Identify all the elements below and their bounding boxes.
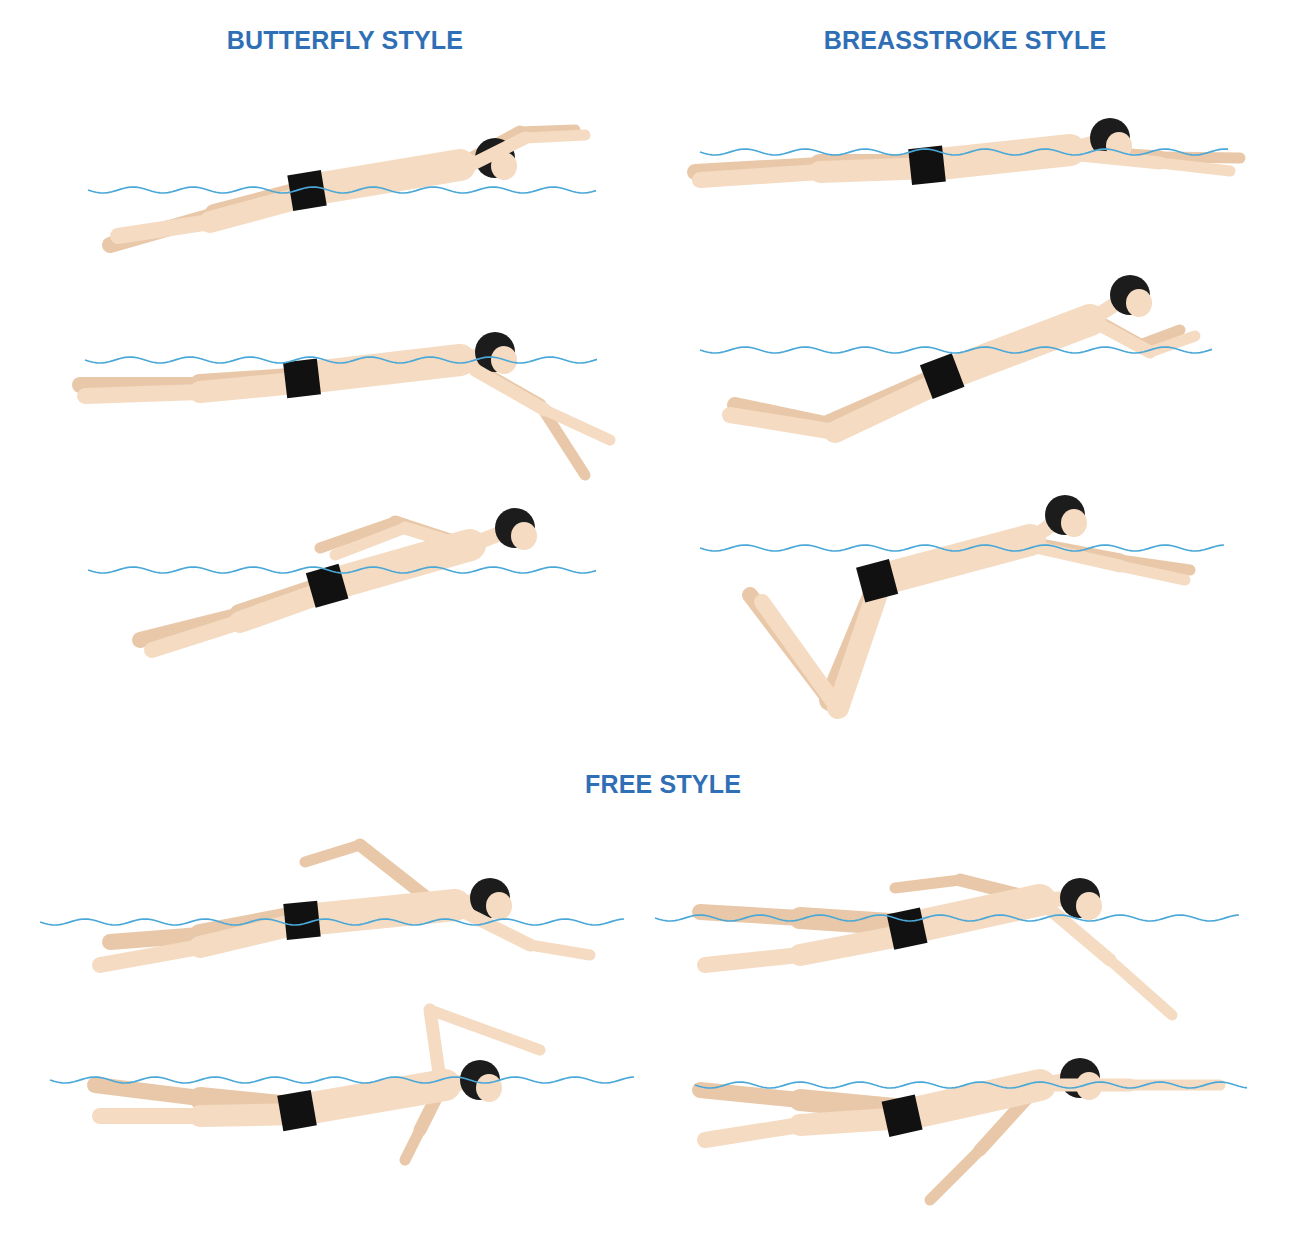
swim-trunks (885, 1112, 918, 1119)
swimmer-leg (100, 1108, 200, 1124)
swimmer-leg (700, 1090, 800, 1100)
swimmer-leg (705, 1125, 800, 1140)
swimmer-leg (730, 415, 835, 432)
swimmer-torso (880, 540, 1030, 580)
swimmer-arm (1110, 960, 1172, 1015)
style-heading: BREASSTROKE STYLE (824, 26, 1107, 55)
water-line (695, 1082, 1247, 1088)
swimmer-arm (1150, 336, 1195, 352)
swimmer-arm (525, 135, 585, 138)
swimmer-face (1126, 289, 1152, 317)
swimmer-leg (85, 392, 200, 396)
water-line (40, 919, 624, 925)
swimmer-torso (310, 165, 460, 190)
swimmer-leg (838, 585, 880, 708)
swimmer-leg (95, 1085, 200, 1098)
swimmer-arm (430, 1010, 540, 1050)
swimmer-arm (1100, 325, 1150, 352)
swim-trunks (926, 370, 958, 382)
swimmer-arm (545, 410, 610, 440)
swimmer-leg (100, 947, 200, 965)
swimmer-leg (705, 955, 800, 965)
water-line (88, 567, 596, 573)
swimmer-leg (118, 222, 210, 236)
swimmer-arm (1120, 566, 1185, 580)
swimmer-arm (335, 528, 405, 555)
swim-trunks (890, 925, 923, 932)
swimmer-face (1076, 892, 1102, 920)
swimmer-arm (475, 370, 545, 410)
swim-trunks (861, 576, 894, 585)
swimmer-leg (152, 622, 240, 650)
swimmer-leg (762, 602, 838, 708)
swimmer-torso (305, 360, 460, 378)
water-line (85, 357, 597, 363)
water-line (700, 545, 1224, 551)
style-heading: FREE STYLE (585, 770, 741, 799)
swimmer-face (1061, 509, 1087, 537)
water-line (88, 187, 596, 193)
swimmer-torso (945, 320, 1090, 375)
swimmer-arm (430, 1010, 440, 1080)
water-line (700, 149, 1228, 155)
swimmer-arm (405, 1130, 420, 1160)
swimmer-face (476, 1074, 502, 1102)
swimmer-arm (465, 138, 525, 168)
style-heading: BUTTERFLY STYLE (227, 26, 463, 55)
swim-trunks (910, 164, 944, 168)
swimmer-arm (360, 845, 430, 900)
swimmer-torso (905, 1085, 1040, 1115)
water-line (655, 915, 1239, 921)
swimmer-arm (1160, 157, 1240, 158)
swim-trunks (280, 1108, 314, 1114)
swimmer-arm (460, 910, 530, 945)
swimmer-arm (1045, 905, 1110, 960)
swimmer-arm (1160, 163, 1230, 171)
swimmer-arm (895, 880, 960, 888)
swimmer-arm (530, 945, 590, 955)
swimmer-face (486, 892, 512, 920)
swimmer-arm (930, 1150, 980, 1200)
swim-trunks (311, 581, 344, 590)
swimmer-arm (305, 845, 360, 862)
swimmer-leg (110, 935, 200, 942)
swimmer-face (511, 522, 537, 550)
swimmer-arm (1080, 155, 1160, 163)
swim-trunks (285, 376, 319, 380)
water-line (700, 347, 1212, 353)
swimmer-leg (800, 935, 905, 955)
swimmer-torso (305, 905, 455, 920)
swimmer-torso (300, 1085, 445, 1110)
swimmer-arm (405, 528, 470, 548)
swimmer-leg (700, 172, 820, 180)
swimmer-leg (110, 215, 215, 245)
swimmer-torso (910, 900, 1040, 928)
water-line (50, 1077, 634, 1083)
